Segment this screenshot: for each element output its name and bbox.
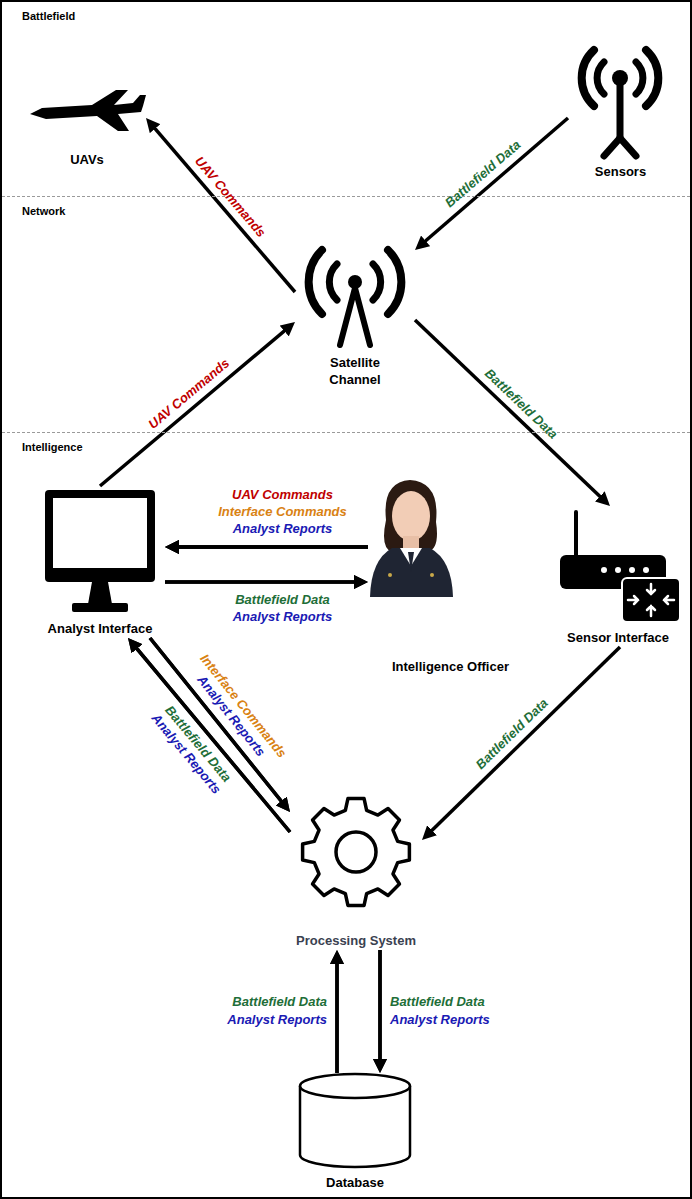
officer-icon — [370, 480, 453, 597]
icon-node: Satellite Channel — [295, 241, 415, 389]
icon-node: Sensors — [568, 22, 673, 181]
flow-label: Analyst Reports — [233, 609, 333, 625]
flow-arrow — [173, 545, 368, 549]
region-label: Network — [2, 197, 690, 218]
label-row: Database — [295, 1173, 415, 1192]
label-row: Analyst Interface — [35, 619, 165, 638]
node-label: Sensor Interface — [565, 628, 671, 647]
antenna-icon — [582, 50, 659, 156]
flow-arrow — [165, 580, 360, 584]
database-icon — [300, 1074, 410, 1167]
icon-node: Sensor Interface — [553, 506, 683, 647]
flow-label: Battlefield Data — [235, 592, 330, 608]
node-label: Database — [324, 1173, 386, 1192]
flow-arrow — [100, 327, 289, 486]
monitor-icon — [45, 490, 155, 612]
region-label: Battlefield — [2, 2, 690, 23]
flow-arrow — [421, 118, 568, 245]
flow-arrow — [165, 580, 360, 584]
icon-node: Analyst Interface — [35, 486, 165, 638]
flow-label: Battlefield Data — [232, 994, 327, 1010]
satellite-icon — [309, 250, 402, 345]
flow-arrow — [378, 950, 382, 1065]
flow-arrow — [133, 644, 290, 832]
flow-label: Analyst Reports — [233, 521, 333, 537]
flow-label: Analyst Reports — [390, 1012, 490, 1028]
node-label: Sensors — [593, 162, 648, 181]
flow-arrow — [428, 647, 620, 834]
flow-arrow — [335, 958, 339, 1073]
icon-node: Processing System — [290, 793, 422, 950]
node-label: Analyst Interface — [46, 619, 155, 638]
region-band: UAVsSensors Battlefield — [2, 2, 690, 196]
router-icon — [560, 512, 680, 622]
icon-node: Intelligence Officer — [368, 477, 533, 676]
node-label: Intelligence Officer — [390, 657, 511, 676]
label-row: Intelligence Officer — [368, 657, 533, 676]
region-label: Intelligence — [2, 433, 690, 454]
gear-icon — [303, 799, 410, 906]
flow-label: Battlefield Data — [472, 695, 551, 773]
flow-arrow — [335, 958, 339, 1073]
label-row: Sensors — [568, 162, 673, 181]
node-label: UAVs — [68, 150, 106, 169]
flow-arrow — [173, 545, 368, 549]
flow-arrow — [415, 320, 604, 500]
icon-node: Database — [295, 1073, 415, 1192]
region-band: Analyst InterfaceIntelligence Officer Sen… — [2, 432, 690, 1197]
region-band: Satellite Channel Network — [2, 196, 690, 432]
flow-label: Battlefield Data — [482, 365, 562, 442]
label-row: Sensor Interface — [553, 628, 683, 647]
flow-label: Analyst Reports — [227, 1012, 327, 1028]
flow-arrow — [133, 644, 290, 832]
icon-node: UAVs — [28, 90, 146, 169]
flow-label: Battlefield Data — [442, 137, 524, 211]
flow-arrow — [378, 950, 382, 1065]
node-label: Satellite Channel — [313, 353, 397, 389]
label-row: Satellite Channel — [295, 353, 415, 389]
node-label: Processing System — [294, 931, 418, 950]
flow-arrow — [151, 124, 295, 292]
flow-arrow — [173, 545, 368, 549]
flow-label: Interface Commands — [218, 504, 347, 520]
flow-label: UAV Commands — [232, 487, 333, 503]
label-row: Processing System — [290, 931, 422, 950]
plane-icon — [30, 90, 146, 131]
flow-label: UAV Commands — [145, 355, 233, 432]
flow-label: Battlefield Data — [390, 994, 485, 1010]
label-row: UAVs — [28, 150, 146, 169]
